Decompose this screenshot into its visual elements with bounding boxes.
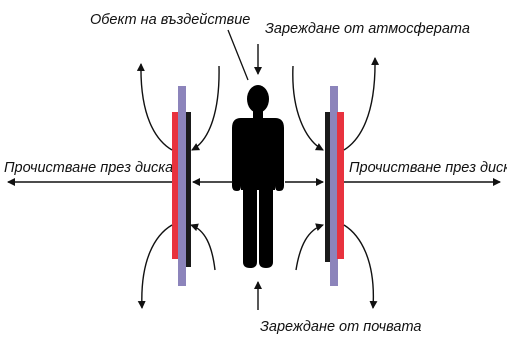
right-top-outer-curve [344,58,375,150]
person-silhouette-icon [232,85,284,268]
cleanse-left-label: Прочистване през диска [4,160,173,176]
right-disc [325,86,344,286]
right-disc-violet-layer [330,86,338,286]
right-bottom-inner-curve [296,225,323,270]
charge-soil-label: Зареждане от почвата [260,319,421,335]
object-label: Обект на въздействие [90,12,250,28]
left-top-outer-curve [141,64,172,150]
left-disc-violet-layer [178,86,186,286]
left-top-inner-curve [192,66,219,150]
charge-atmosphere-label: Зареждане от атмосферата [265,21,470,37]
right-bottom-outer-curve [344,225,373,308]
left-disc [172,86,191,286]
left-disc-dark-layer [186,112,191,267]
left-bottom-outer-curve [142,225,172,308]
cleanse-right-label: Прочистване през диска [349,160,507,176]
object-pointer-line [228,30,248,80]
right-top-inner-curve [293,66,323,150]
right-disc-dark-layer [325,112,330,262]
right-disc-red-layer [337,112,344,259]
left-disc-red-layer [172,112,179,259]
left-bottom-inner-curve [191,225,215,270]
